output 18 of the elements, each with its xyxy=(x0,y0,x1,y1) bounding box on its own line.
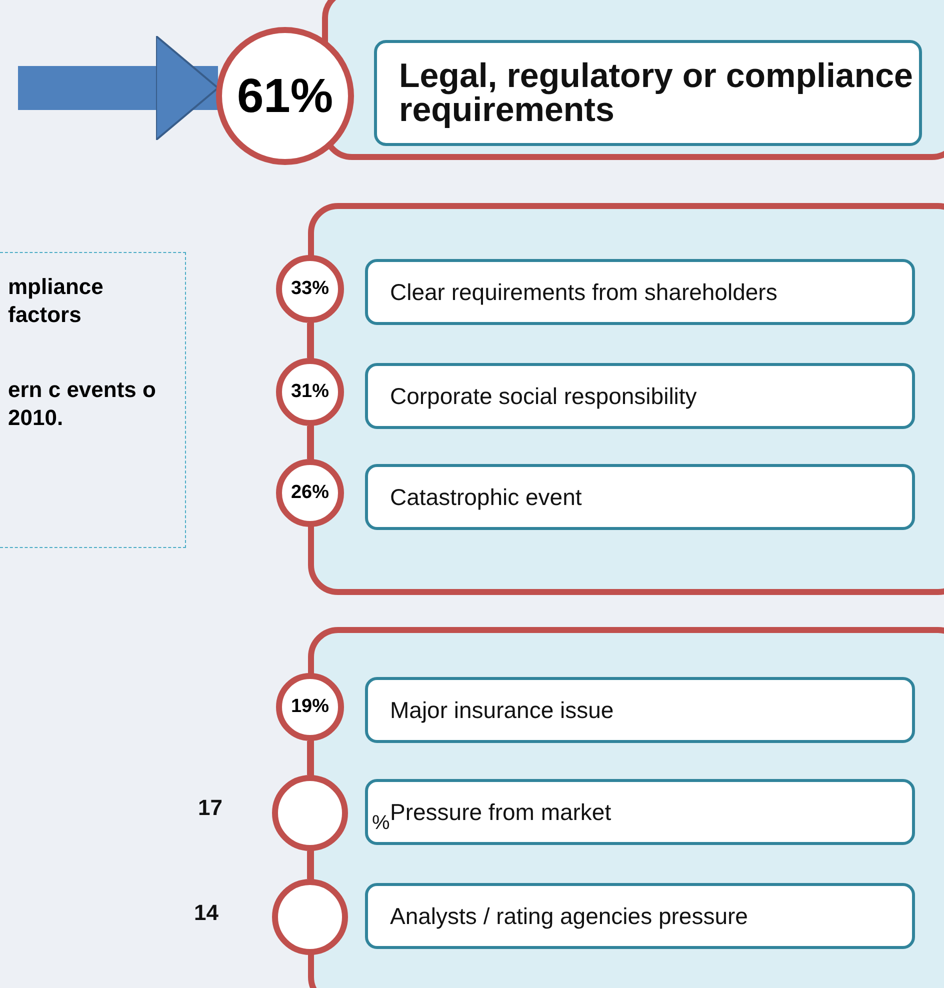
note-text: ern c events o 2010. xyxy=(8,376,157,431)
percent-circle: 19% xyxy=(276,673,344,741)
factor-box: Corporate social responsibility xyxy=(365,363,915,429)
value-label: 14 xyxy=(194,900,218,926)
note-text: mpliance factors xyxy=(8,273,104,328)
note-box xyxy=(0,252,186,548)
block-arrow xyxy=(18,35,219,141)
percent-circle: 31% xyxy=(276,358,344,426)
value-label: 17 xyxy=(198,795,222,821)
percent-sign: % xyxy=(372,812,390,835)
factor-box: Major insurance issue xyxy=(365,677,915,743)
factor-box: Analysts / rating agencies pressure xyxy=(365,883,915,949)
percent-circle: 33% xyxy=(276,255,344,323)
factor-box: Catastrophic event xyxy=(365,464,915,530)
percent-circle: 61% xyxy=(216,27,354,165)
percent-circle: 26% xyxy=(276,459,344,527)
factor-box: Legal, regulatory or compliance requirements xyxy=(374,40,922,146)
factor-box: Clear requirements from shareholders xyxy=(365,259,915,325)
